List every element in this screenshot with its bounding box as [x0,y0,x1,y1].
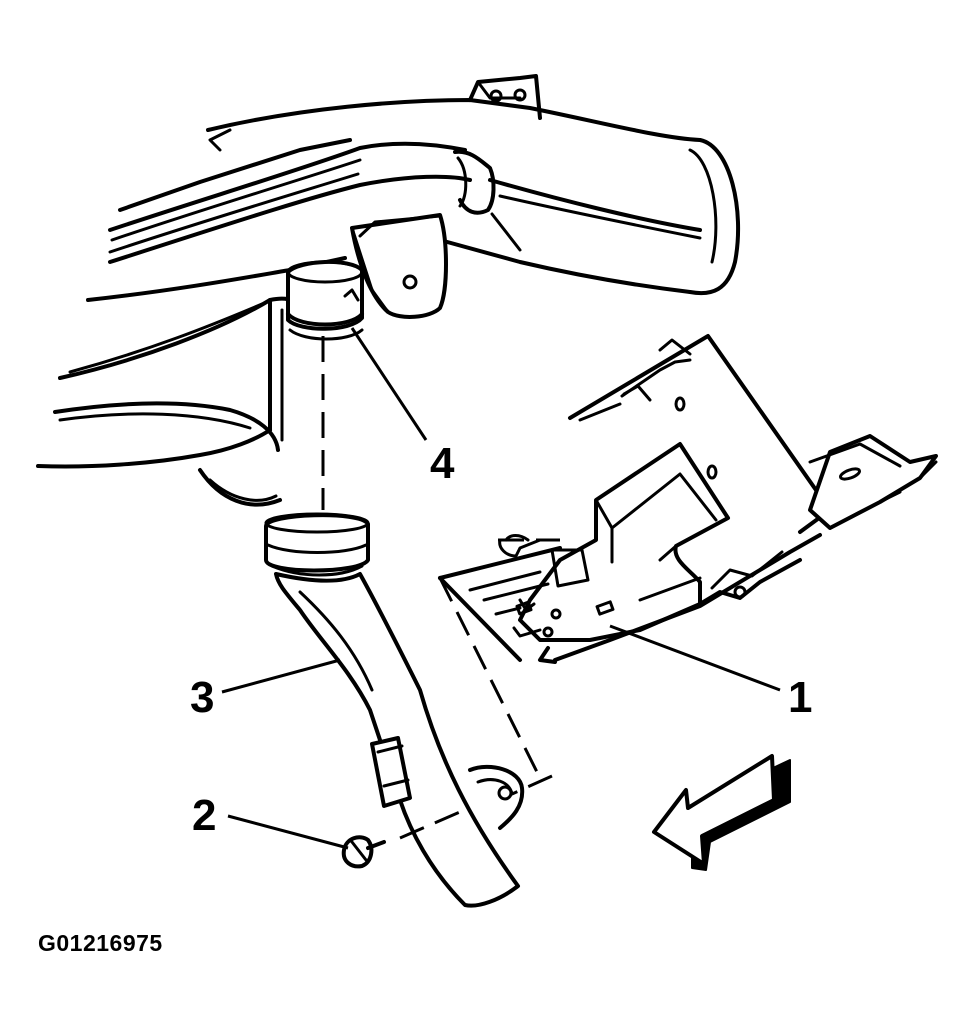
upper-frame-assembly [36,74,741,507]
callout-1: 1 [788,673,812,722]
leader-line-1 [609,624,781,692]
filler-hose [264,512,520,908]
fastener [341,835,386,869]
callout-4: 4 [430,439,455,488]
leader-line-2 [227,814,349,850]
installation-guides [321,336,560,840]
hose-clamp [286,260,364,341]
front-direction-arrow-icon [652,754,791,871]
hose-mount-tab [468,764,525,830]
frame-bracket [438,334,938,664]
leader-line-4 [350,327,428,441]
figure-id: G01216975 [38,930,163,956]
callout-2: 2 [192,791,216,840]
callout-3: 3 [190,673,214,722]
leader-line-3 [221,658,341,694]
